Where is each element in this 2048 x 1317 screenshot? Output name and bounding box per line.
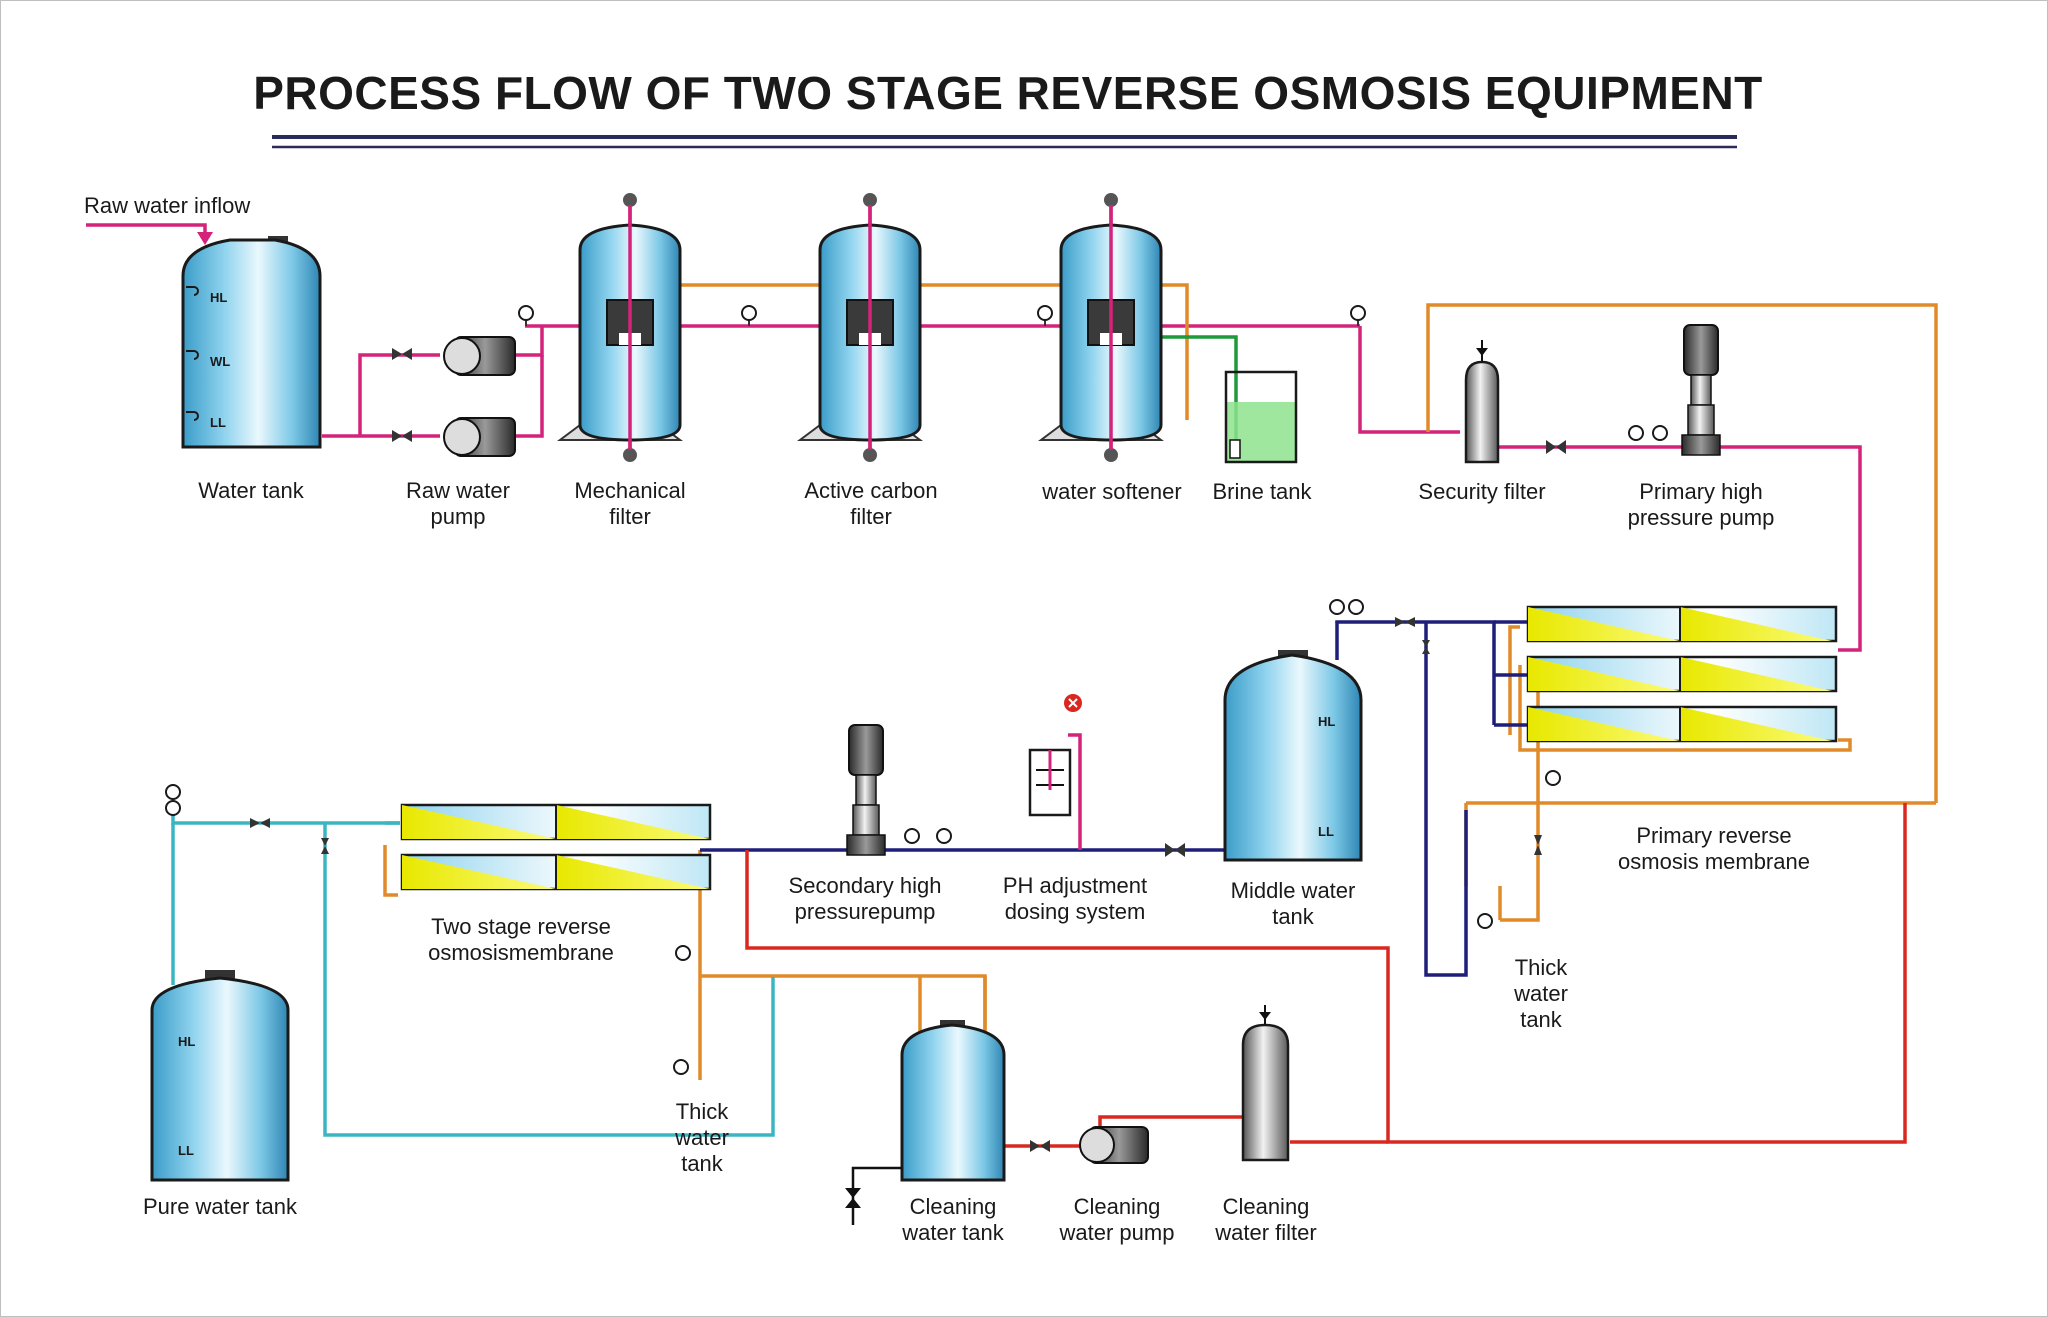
label-cleaning-filter-2: water filter bbox=[1214, 1220, 1316, 1245]
label-cleaning-tank-2: water tank bbox=[901, 1220, 1004, 1245]
label-security-filter: Security filter bbox=[1418, 479, 1545, 504]
label-two-stage-ro-2: osmosismembrane bbox=[428, 940, 614, 965]
label-cleaning-filter-1: Cleaning bbox=[1223, 1194, 1310, 1219]
cleaning-water-pump bbox=[1079, 1126, 1149, 1164]
label-thick-tank-2-c: tank bbox=[1520, 1007, 1563, 1032]
pressure-gauges bbox=[165, 305, 1668, 1075]
concentrate-pipes bbox=[383, 283, 1938, 1080]
label-mechanical-filter-1: Mechanical bbox=[574, 478, 685, 503]
label-active-carbon-filter-2: filter bbox=[850, 504, 892, 529]
label-raw-water-pump-2: pump bbox=[430, 504, 485, 529]
ph-dosing-system bbox=[1028, 694, 1082, 850]
pure-level-hl: HL bbox=[178, 1034, 195, 1049]
diagram-title: PROCESS FLOW OF TWO STAGE REVERSE OSMOSI… bbox=[253, 67, 1763, 119]
brine-tank bbox=[1224, 370, 1298, 464]
label-primary-hp-pump-2: pressure pump bbox=[1628, 505, 1775, 530]
middle-level-hl: HL bbox=[1318, 714, 1335, 729]
water-tank: HL WL LL bbox=[181, 236, 322, 449]
label-cleaning-pump-2: water pump bbox=[1059, 1220, 1175, 1245]
cleaning-water-tank bbox=[845, 1020, 1006, 1225]
component-labels: Water tank Raw water pump Mechanical fil… bbox=[143, 478, 1810, 1245]
label-cleaning-tank-1: Cleaning bbox=[910, 1194, 997, 1219]
label-pure-tank: Pure water tank bbox=[143, 1194, 298, 1219]
label-middle-tank-2: tank bbox=[1272, 904, 1315, 929]
cleaning-water-filter bbox=[1241, 1005, 1290, 1162]
label-cleaning-pump-1: Cleaning bbox=[1074, 1194, 1161, 1219]
label-active-carbon-filter-1: Active carbon bbox=[804, 478, 937, 503]
label-brine-tank: Brine tank bbox=[1212, 479, 1312, 504]
level-hl: HL bbox=[210, 290, 227, 305]
primary-high-pressure-pump bbox=[1681, 324, 1721, 456]
secondary-high-pressure-pump bbox=[846, 724, 886, 856]
label-ph-dosing-1: PH adjustment bbox=[1003, 873, 1147, 898]
vessel-center-pipes bbox=[628, 205, 1113, 450]
label-raw-water-pump-1: Raw water bbox=[406, 478, 510, 503]
primary-ro-membrane bbox=[1526, 605, 1838, 743]
label-water-softener: water softener bbox=[1041, 479, 1181, 504]
label-thick-tank-1-c: tank bbox=[681, 1151, 724, 1176]
label-water-tank: Water tank bbox=[198, 478, 305, 503]
permeate-pipes bbox=[700, 620, 1530, 977]
label-thick-tank-2-a: Thick bbox=[1515, 955, 1569, 980]
level-wl: WL bbox=[210, 354, 230, 369]
label-primary-hp-pump-1: Primary high bbox=[1639, 479, 1762, 504]
inflow-label: Raw water inflow bbox=[84, 193, 250, 218]
label-two-stage-ro-1: Two stage reverse bbox=[431, 914, 611, 939]
two-stage-ro-membrane bbox=[400, 803, 712, 891]
label-ph-dosing-2: dosing system bbox=[1005, 899, 1146, 924]
middle-level-ll: LL bbox=[1318, 824, 1334, 839]
pure-water-tank: HL LL bbox=[150, 970, 290, 1182]
label-thick-tank-2-b: water bbox=[1513, 981, 1568, 1006]
label-primary-ro-1: Primary reverse bbox=[1636, 823, 1791, 848]
label-mechanical-filter-2: filter bbox=[609, 504, 651, 529]
label-thick-tank-1-a: Thick bbox=[676, 1099, 730, 1124]
level-ll: LL bbox=[210, 415, 226, 430]
brine-pipe bbox=[1150, 335, 1238, 440]
valves bbox=[250, 440, 1566, 1152]
label-primary-ro-2: osmosis membrane bbox=[1618, 849, 1810, 874]
raw-water-pump bbox=[392, 336, 516, 457]
label-secondary-hp-pump-1: Secondary high bbox=[789, 873, 942, 898]
label-middle-tank-1: Middle water bbox=[1231, 878, 1356, 903]
inflow-arrow-icon bbox=[197, 232, 213, 245]
label-secondary-hp-pump-2: pressurepump bbox=[795, 899, 936, 924]
pure-level-ll: LL bbox=[178, 1143, 194, 1158]
security-filter bbox=[1464, 340, 1500, 464]
label-thick-tank-1-b: water bbox=[674, 1125, 729, 1150]
middle-water-tank: HL LL bbox=[1223, 650, 1363, 862]
raw-water-pipes bbox=[86, 200, 1862, 652]
